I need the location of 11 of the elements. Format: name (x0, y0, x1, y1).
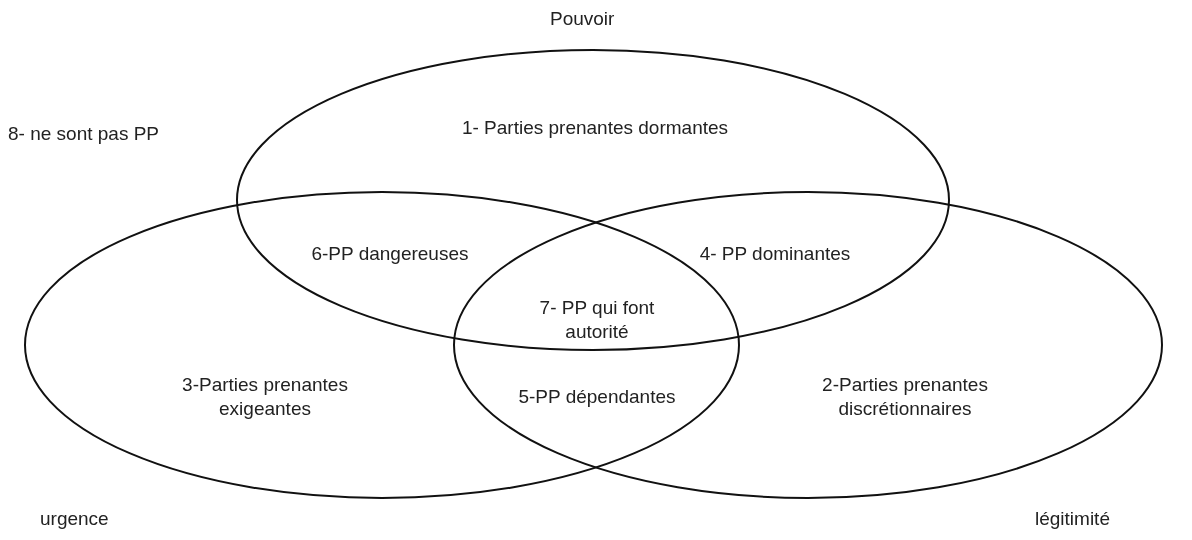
set-title: urgence (40, 508, 109, 530)
region-label: 6-PP dangereuses (310, 242, 470, 266)
region-label: 4- PP dominantes (698, 242, 852, 266)
region-label: 5-PP dépendantes (517, 385, 677, 409)
set-title: Pouvoir (550, 8, 615, 30)
region-label: 2-Parties prenantes discrétionnaires (821, 373, 989, 421)
region-label: 1- Parties prenantes dormantes (460, 116, 730, 140)
region-label: 3-Parties prenantes exigeantes (181, 373, 349, 421)
region-label: 8- ne sont pas PP (8, 122, 160, 146)
set-title: légitimité (1035, 508, 1110, 530)
region-label: 7- PP qui font autorité (538, 296, 656, 344)
